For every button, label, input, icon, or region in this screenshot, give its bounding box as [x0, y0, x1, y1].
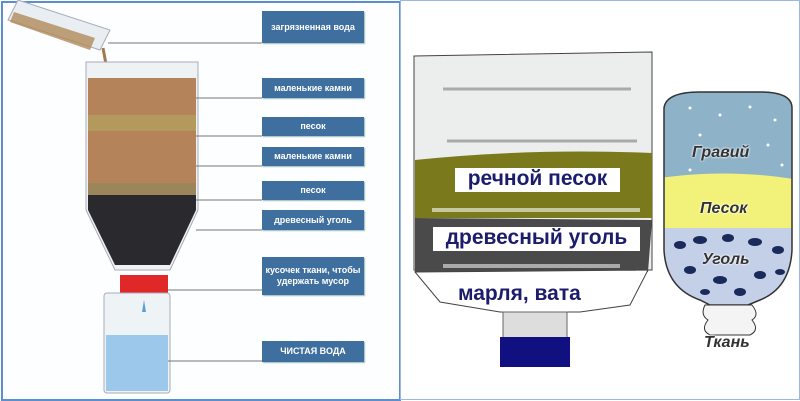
label-charcoal: древесный уголь [262, 210, 364, 230]
sand-layer-2 [88, 183, 196, 195]
label-sand-small: Песок [700, 200, 748, 217]
label-gauze-cotton: марля, вата [458, 282, 581, 305]
label-small-stones-1: маленькие камни [262, 78, 364, 98]
left-bottle [85, 61, 199, 394]
small-bottle [663, 91, 793, 336]
label-clean-water: ЧИСТАЯ ВОДА [262, 341, 364, 362]
red-cap [120, 275, 168, 295]
stones-layer-2 [88, 131, 196, 183]
large-bottle [413, 51, 653, 367]
sand-layer-1 [88, 115, 196, 131]
label-small-stones-2: маленькие камни [262, 147, 364, 166]
label-river-sand: речной песок [455, 168, 620, 192]
label-dirty-water: загрязненная вода [262, 11, 364, 43]
label-cloth: кусочек ткани, чтобы удержать мусор [262, 257, 364, 295]
label-cloth-small: Ткань [704, 334, 750, 351]
stones-layer-1 [88, 78, 196, 115]
label-sand-2: песок [262, 181, 364, 200]
charcoal-layer [88, 195, 196, 265]
label-gravel: Гравий [692, 144, 750, 161]
label-wood-charcoal: древесный уголь [433, 227, 640, 251]
left-panel [1, 1, 401, 401]
label-sand-1: песок [262, 117, 364, 136]
connector-lines [108, 42, 262, 362]
clean-water [106, 335, 168, 391]
label-coal-small: Уголь [702, 251, 750, 268]
navy-cap [500, 337, 570, 367]
